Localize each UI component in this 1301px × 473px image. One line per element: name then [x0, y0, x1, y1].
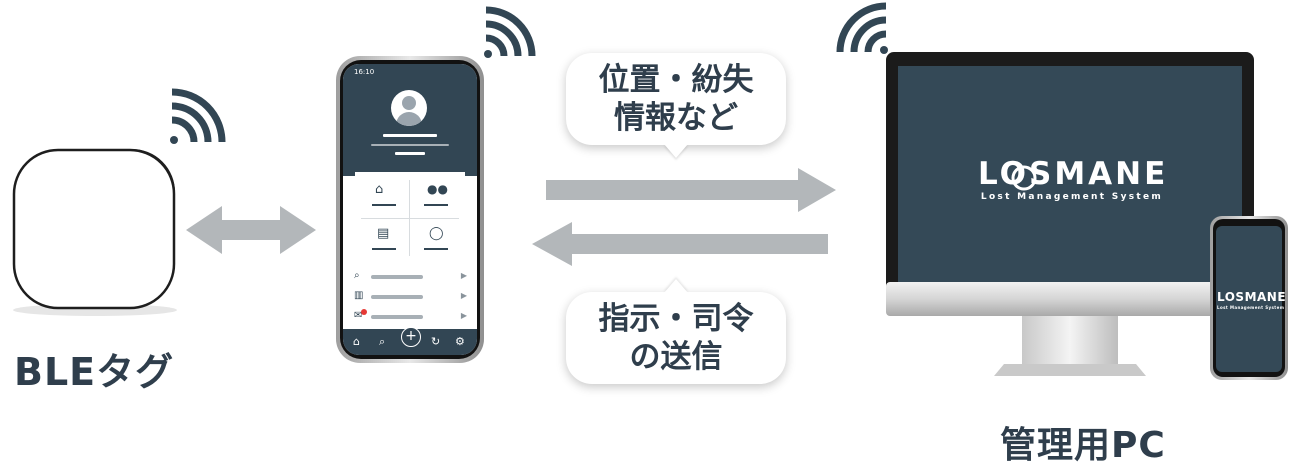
phone-status-time: 16:10 — [354, 68, 375, 76]
mail-icon[interactable]: ✉ — [354, 310, 363, 321]
bubble-text-line: 情報など — [614, 100, 738, 136]
chevron-right-icon: ▶ — [460, 291, 467, 300]
gear-icon[interactable]: ⚙ — [455, 335, 465, 348]
small-phone-device — [1210, 216, 1288, 380]
search-icon[interactable]: ⌕ — [354, 270, 360, 281]
phone-screen: 16:10 ⌂ ●● ▤ ◯ ⌕ ▶ ▥ ▶ ✉ ▶ ⌂ — [343, 64, 477, 355]
inbox-icon[interactable]: ⌂ — [375, 182, 384, 197]
ble-signal-icon — [170, 88, 226, 144]
bidirectional-arrow — [186, 206, 316, 254]
phone-signal-icon — [484, 6, 536, 58]
search-icon[interactable]: ⌕ — [379, 335, 386, 348]
profile-id-bar — [395, 152, 425, 155]
clipboard-icon[interactable]: ▤ — [377, 226, 390, 241]
list-item[interactable] — [371, 315, 423, 319]
upload-info-bubble: 位置・紛失 情報など — [566, 53, 786, 158]
logo-o-mark — [1011, 165, 1037, 191]
list-item[interactable] — [371, 295, 423, 299]
chevron-right-icon: ▶ — [460, 271, 467, 280]
chart-icon[interactable]: ▥ — [354, 290, 364, 301]
history-icon[interactable]: ↻ — [431, 335, 441, 348]
users-icon[interactable]: ●● — [427, 182, 448, 196]
bubble-text-line: の送信 — [629, 339, 723, 375]
command-arrow — [532, 222, 828, 266]
monitor-tagline: Lost Management System — [980, 192, 1164, 202]
ble-tag-device — [12, 148, 177, 316]
add-button[interactable]: + — [401, 327, 421, 347]
small-phone-logo: LOSMANE — [1217, 290, 1287, 304]
avatar — [391, 90, 427, 126]
home-icon[interactable]: ⌂ — [353, 335, 360, 348]
upload-arrow — [546, 168, 836, 212]
command-bubble: 指示・司令 の送信 — [566, 279, 786, 384]
profile-detail-bar — [371, 144, 449, 146]
small-phone-tagline: Lost Management System — [1217, 305, 1285, 310]
monitor-logo: LOSMANE — [978, 156, 1169, 192]
monitor-device — [886, 52, 1254, 376]
profile-name-bar — [383, 134, 437, 137]
pc-signal-icon — [836, 2, 888, 54]
ble-tag-label: BLEタグ — [14, 350, 175, 394]
chevron-right-icon: ▶ — [460, 311, 467, 320]
admin-pc-label: 管理用PC — [1000, 425, 1166, 466]
notification-badge — [361, 309, 367, 315]
phone-menu-grid: ⌂ ●● ▤ ◯ — [355, 172, 465, 264]
bubble-text-line: 指示・司令 — [598, 301, 754, 337]
bubble-text-line: 位置・紛失 — [598, 62, 754, 98]
chat-icon[interactable]: ◯ — [429, 226, 444, 241]
list-item[interactable] — [371, 275, 423, 279]
